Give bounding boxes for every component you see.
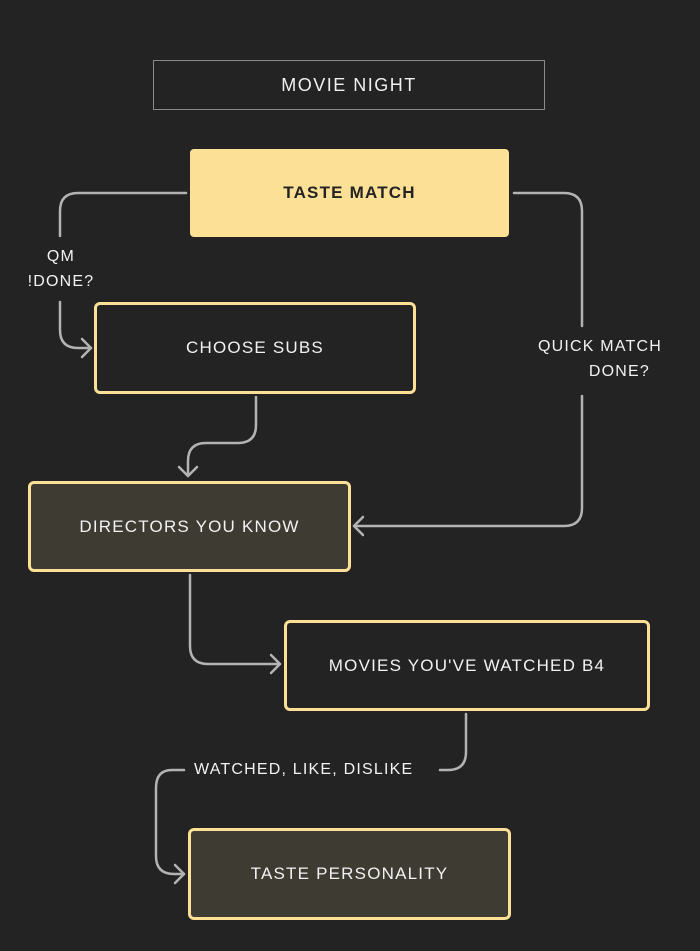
- node-taste-match-label: TASTE MATCH: [283, 183, 416, 202]
- edge-label-quick-match-done: QUICK MATCH DONE?: [500, 334, 662, 384]
- edge-watched-to-label: [438, 712, 468, 772]
- edge-label-to-personality: [154, 768, 186, 876]
- edge-label-watched-text: WATCHED, LIKE, DISLIKE: [194, 761, 414, 778]
- arrowhead-directors: [352, 515, 365, 537]
- node-watched-b4-label: MOVIES YOU'VE WATCHED B4: [328, 655, 606, 675]
- node-movies-watched-b4: MOVIES YOU'VE WATCHED B4: [284, 620, 650, 711]
- node-choose-subs-label: CHOOSE SUBS: [186, 338, 324, 357]
- edge-directors-to-watched: [188, 573, 282, 666]
- node-personality-label: TASTE PERSONALITY: [250, 864, 449, 883]
- arrowhead-subs: [80, 337, 93, 359]
- edge-taste-to-subs: [58, 191, 188, 238]
- node-choose-subs: CHOOSE SUBS: [94, 302, 416, 394]
- node-directors-you-know: DIRECTORS YOU KNOW: [28, 481, 351, 572]
- diagram-title-text: MOVIE NIGHT: [281, 74, 417, 95]
- edge-label-qm-line1: QM: [46, 248, 76, 265]
- edge-subs-to-directors: [186, 395, 258, 478]
- node-taste-match: TASTE MATCH: [190, 149, 509, 237]
- edge-label-quick-match-line2: DONE?: [588, 363, 650, 380]
- node-taste-personality: TASTE PERSONALITY: [188, 828, 511, 920]
- edge-label-watched-like-dislike: WATCHED, LIKE, DISLIKE: [190, 757, 418, 782]
- edge-label-quick-match-line1: QUICK MATCH: [537, 338, 662, 355]
- arrowhead-directors-top: [177, 465, 199, 478]
- node-directors-label: DIRECTORS YOU KNOW: [79, 516, 300, 536]
- edge-taste-to-directors-lower: [352, 394, 584, 528]
- edge-label-qm-line2: !DONE?: [27, 273, 95, 290]
- edge-taste-to-subs-lower: [58, 300, 93, 350]
- arrowhead-personality: [173, 863, 186, 885]
- edge-label-qm-not-done: QM !DONE?: [20, 244, 102, 294]
- edge-taste-to-directors-upper: [512, 191, 584, 328]
- diagram-title: MOVIE NIGHT: [153, 60, 545, 110]
- arrowhead-watched: [269, 653, 282, 675]
